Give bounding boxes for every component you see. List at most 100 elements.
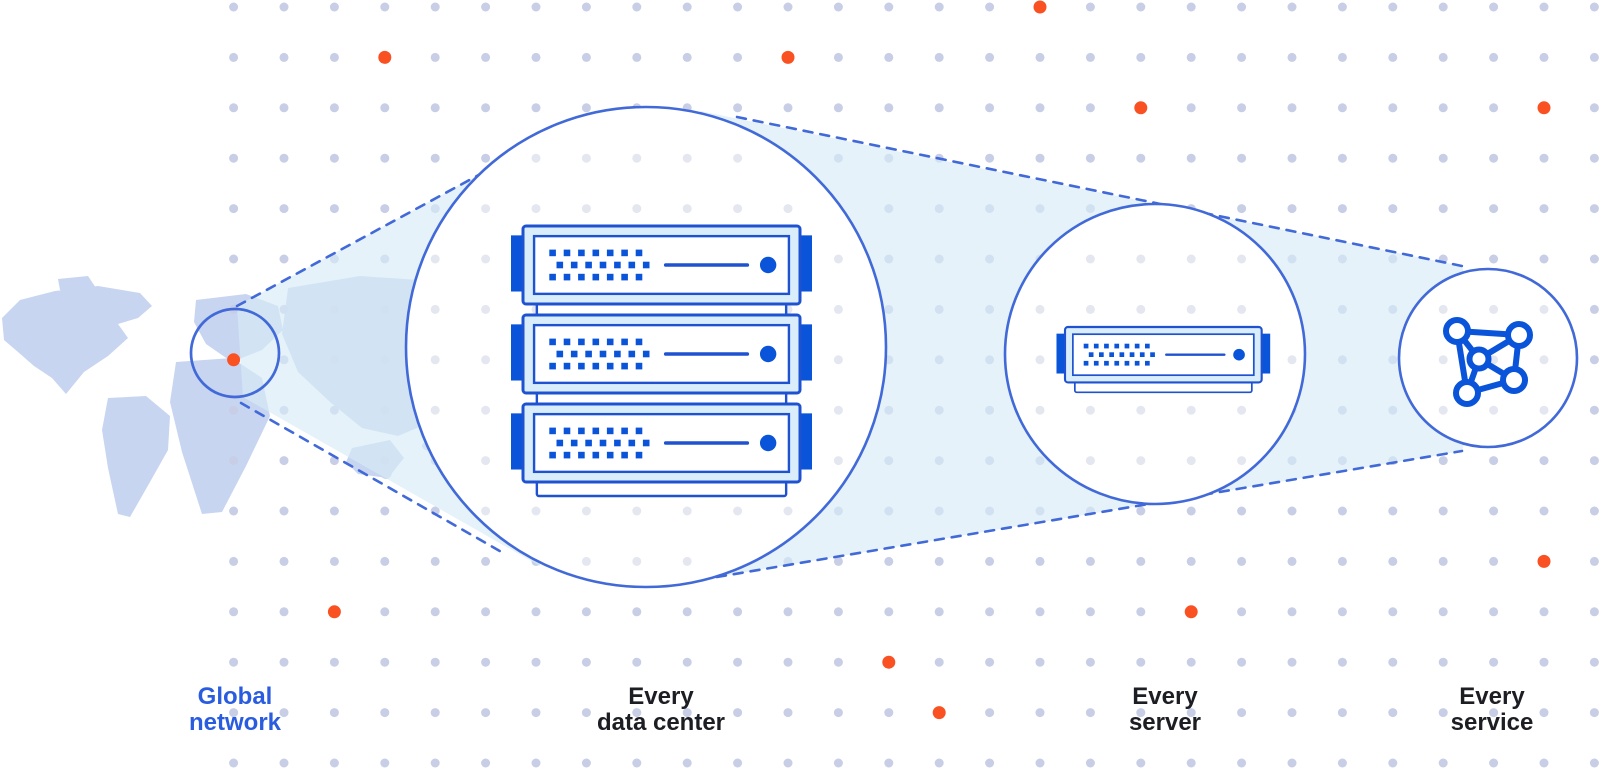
- grid-dot: [682, 657, 692, 667]
- grid-dot-faint: [733, 153, 743, 163]
- grid-dot-faint: [1237, 254, 1247, 264]
- grid-dot: [985, 52, 995, 62]
- grid-dot: [430, 52, 440, 62]
- vent-pixel: [1124, 360, 1130, 366]
- grid-dot-faint: [1085, 456, 1095, 466]
- grid-dot: [279, 456, 289, 466]
- vent-pixel: [1114, 360, 1120, 366]
- grid-dot-faint: [1136, 304, 1146, 314]
- grid-dot: [1085, 657, 1095, 667]
- vent-pixel: [614, 350, 621, 358]
- vent-pixel: [621, 427, 628, 435]
- grid-dot: [229, 153, 239, 163]
- grid-dot-faint: [481, 456, 491, 466]
- grid-dot: [1287, 657, 1297, 667]
- grid-dot: [1589, 254, 1599, 264]
- grid-dot: [1287, 52, 1297, 62]
- grid-dot-faint: [1085, 254, 1095, 264]
- grid-dot: [1438, 607, 1448, 617]
- grid-dot: [733, 607, 743, 617]
- grid-dot: [682, 708, 692, 718]
- grid-dot: [884, 103, 894, 113]
- vent-pixel: [563, 273, 571, 281]
- vent-pixel: [621, 451, 628, 459]
- label-line-1: Every: [1459, 683, 1525, 710]
- grid-dot: [1035, 657, 1045, 667]
- grid-dot: [329, 103, 339, 113]
- grid-dot: [884, 2, 894, 12]
- grid-dot: [329, 657, 339, 667]
- grid-dot-faint: [1136, 405, 1146, 415]
- grid-dot-faint: [531, 153, 541, 163]
- grid-dot-faint: [1085, 405, 1095, 415]
- grid-dot: [329, 153, 339, 163]
- grid-dot: [229, 657, 239, 667]
- grid-dot: [380, 506, 390, 516]
- grid-dot-faint: [430, 405, 440, 415]
- vent-pixel: [592, 427, 600, 435]
- vent-pixel: [606, 249, 614, 257]
- label-line-1: Every: [628, 683, 694, 710]
- grid-dot: [1287, 103, 1297, 113]
- grid-dot: [1136, 607, 1146, 617]
- grid-dot: [1136, 52, 1146, 62]
- vent-pixel: [585, 261, 592, 269]
- grid-dot: [783, 657, 793, 667]
- grid-dot: [581, 2, 591, 12]
- grid-dot-faint: [1237, 405, 1247, 415]
- grid-dot: [329, 52, 339, 62]
- grid-dot: [1489, 2, 1499, 12]
- grid-dot: [1438, 204, 1448, 214]
- grid-dot: [1438, 758, 1448, 768]
- vent-pixel: [621, 362, 628, 370]
- grid-dot: [531, 52, 541, 62]
- grid-dot: [833, 556, 843, 566]
- grid-dot-faint: [481, 355, 491, 365]
- vent-pixel: [642, 261, 650, 269]
- grid-dot: [481, 607, 491, 617]
- vent-pixel: [592, 338, 600, 346]
- grid-dot: [833, 607, 843, 617]
- grid-dot: [1237, 506, 1247, 516]
- dashed-line-lower-left: [239, 401, 507, 556]
- grid-dot: [1388, 153, 1398, 163]
- grid-dot: [279, 708, 289, 718]
- grid-dot: [1438, 556, 1448, 566]
- grid-dot: [329, 708, 339, 718]
- vent-pixel: [1088, 352, 1094, 357]
- vent-pixel: [621, 249, 628, 257]
- grid-dot: [934, 758, 944, 768]
- grid-dot: [985, 556, 995, 566]
- grid-dot: [1287, 2, 1297, 12]
- south-america-landmass: [102, 396, 170, 517]
- grid-dot: [229, 103, 239, 113]
- grid-dot: [1337, 2, 1347, 12]
- grid-dot: [783, 2, 793, 12]
- grid-dot: [1287, 607, 1297, 617]
- grid-dot: [380, 556, 390, 566]
- vent-pixel: [563, 362, 571, 370]
- label-line-2: service: [1450, 709, 1534, 736]
- grid-dot: [682, 2, 692, 12]
- grid-dot: [229, 254, 239, 264]
- vent-pixel: [635, 451, 643, 459]
- vent-pixel: [570, 439, 578, 447]
- grid-dot: [380, 657, 390, 667]
- vent-pixel: [606, 273, 614, 281]
- grid-dot: [1186, 2, 1196, 12]
- vent-pixel: [549, 427, 556, 435]
- grid-dot: [531, 103, 541, 113]
- grid-dot: [380, 204, 390, 214]
- grid-dot: [1388, 708, 1398, 718]
- grid-dot: [329, 758, 339, 768]
- grid-dot-faint: [682, 556, 692, 566]
- grid-dot: [1035, 607, 1045, 617]
- grid-dot-faint: [682, 153, 692, 163]
- grid-dot: [1186, 506, 1196, 516]
- orange-grid-dot: [1184, 605, 1198, 619]
- grid-dot: [1489, 204, 1499, 214]
- grid-dot: [1085, 103, 1095, 113]
- vent-pixel: [563, 451, 571, 459]
- grid-dot: [1489, 456, 1499, 466]
